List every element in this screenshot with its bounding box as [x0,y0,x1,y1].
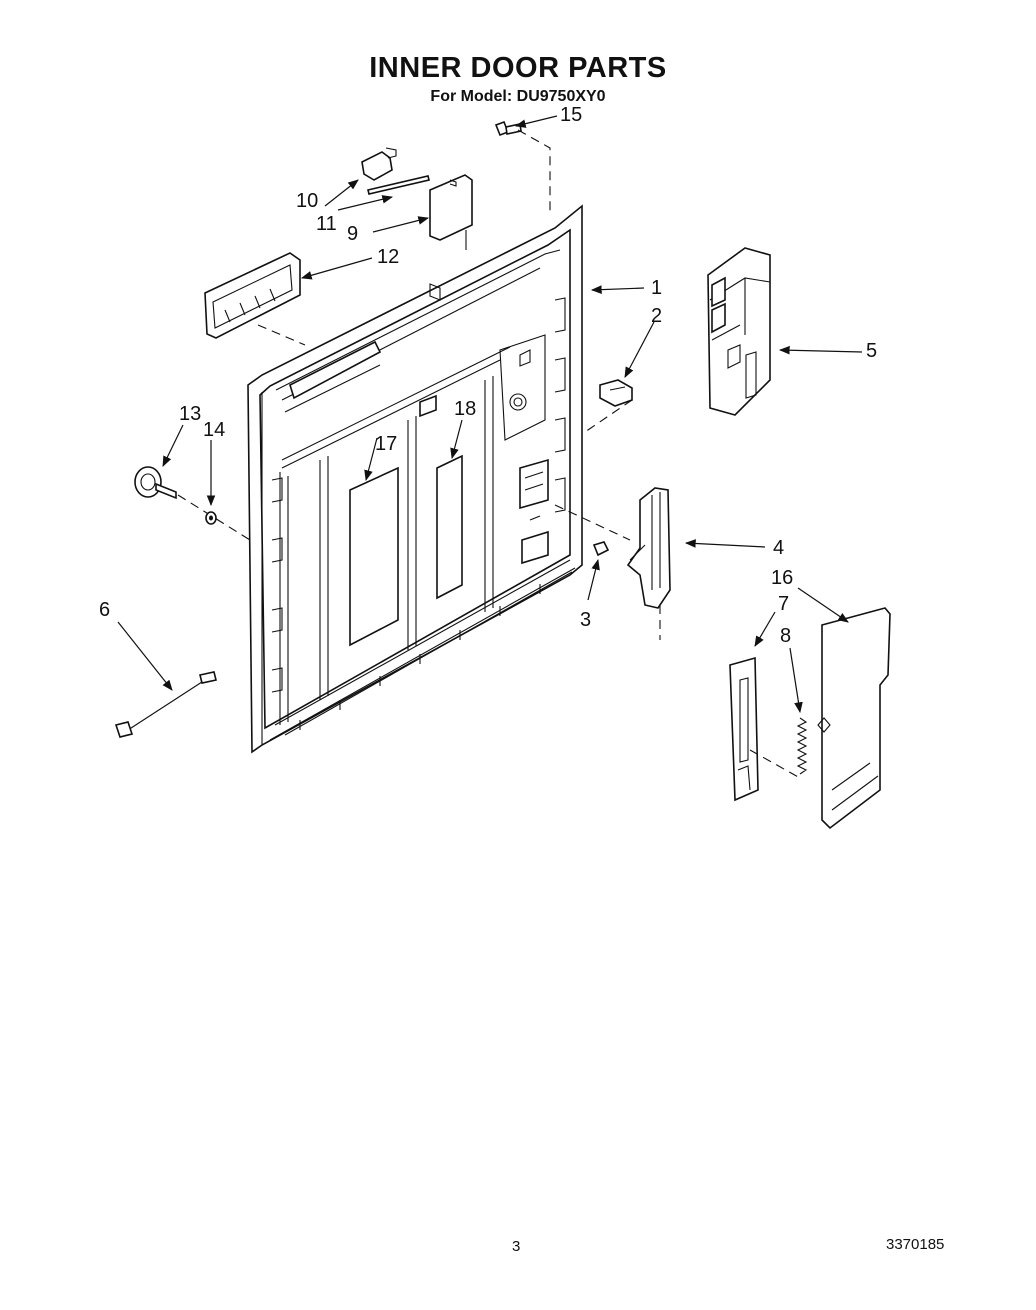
wire-part-6 [114,671,217,738]
callout-17: 17 [375,433,397,455]
callout-5: 5 [866,340,877,362]
callout-10: 10 [296,190,318,212]
washer-part-14 [205,511,217,525]
latch-part-10 [361,147,397,181]
cover-part-9 [429,174,473,241]
callout-7: 7 [778,593,789,615]
leader-lines [117,115,863,714]
page-number: 3 [512,1238,521,1255]
callout-2: 2 [651,305,662,327]
callout-16: 16 [771,567,793,589]
spring-part-8 [796,717,808,775]
callout-13: 13 [179,403,201,425]
latch-assembly-part-5 [707,247,771,416]
diagram-title: INNER DOOR PARTS [369,52,667,84]
guide-part-4 [626,487,671,609]
screw-part-15 [494,120,522,137]
callout-3: 3 [580,609,591,631]
callout-labels: 15 1 2 5 4 3 10 11 9 12 13 14 6 17 18 16… [99,104,877,647]
callout-15: 15 [560,104,582,126]
side-panel-part-16 [817,607,891,830]
callout-4: 4 [773,537,784,559]
clip-part-2 [599,379,633,407]
slide-plate-part-7 [729,656,759,802]
callout-1: 1 [651,277,662,299]
callout-14: 14 [203,419,225,441]
callout-18: 18 [454,398,476,420]
knob-part-13 [134,466,177,500]
inner-door-panel [247,204,583,754]
handle-part-12 [204,252,301,339]
callout-6: 6 [99,599,110,621]
callout-11: 11 [316,213,337,235]
model-subtitle: For Model: DU9750XY0 [430,88,606,105]
document-number: 3370185 [886,1236,945,1253]
callout-9: 9 [347,223,358,245]
callout-8: 8 [780,625,791,647]
pin-part-11 [367,175,430,195]
callout-12: 12 [377,246,399,268]
nut-part-3 [592,541,610,557]
